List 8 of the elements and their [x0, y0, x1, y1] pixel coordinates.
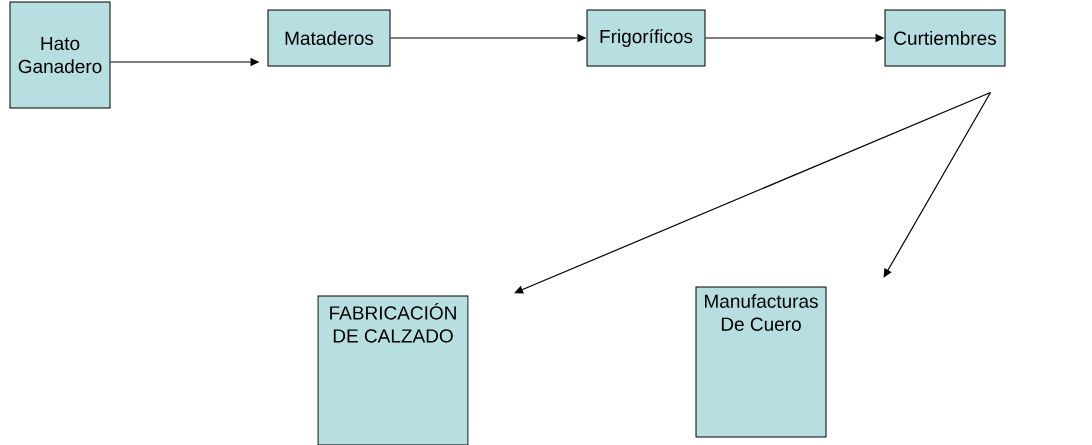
process-box: FABRICACIÓN DE CALZADO — [317, 295, 469, 445]
process-box: Mataderos — [267, 9, 391, 67]
arrow — [883, 91, 992, 278]
process-box: Hato Ganadero — [9, 1, 111, 109]
process-box: Curtiembres — [884, 9, 1006, 67]
arrow — [514, 91, 992, 294]
process-box: Manufacturas De Cuero — [695, 286, 827, 438]
process-box: Frigoríficos — [586, 9, 706, 67]
